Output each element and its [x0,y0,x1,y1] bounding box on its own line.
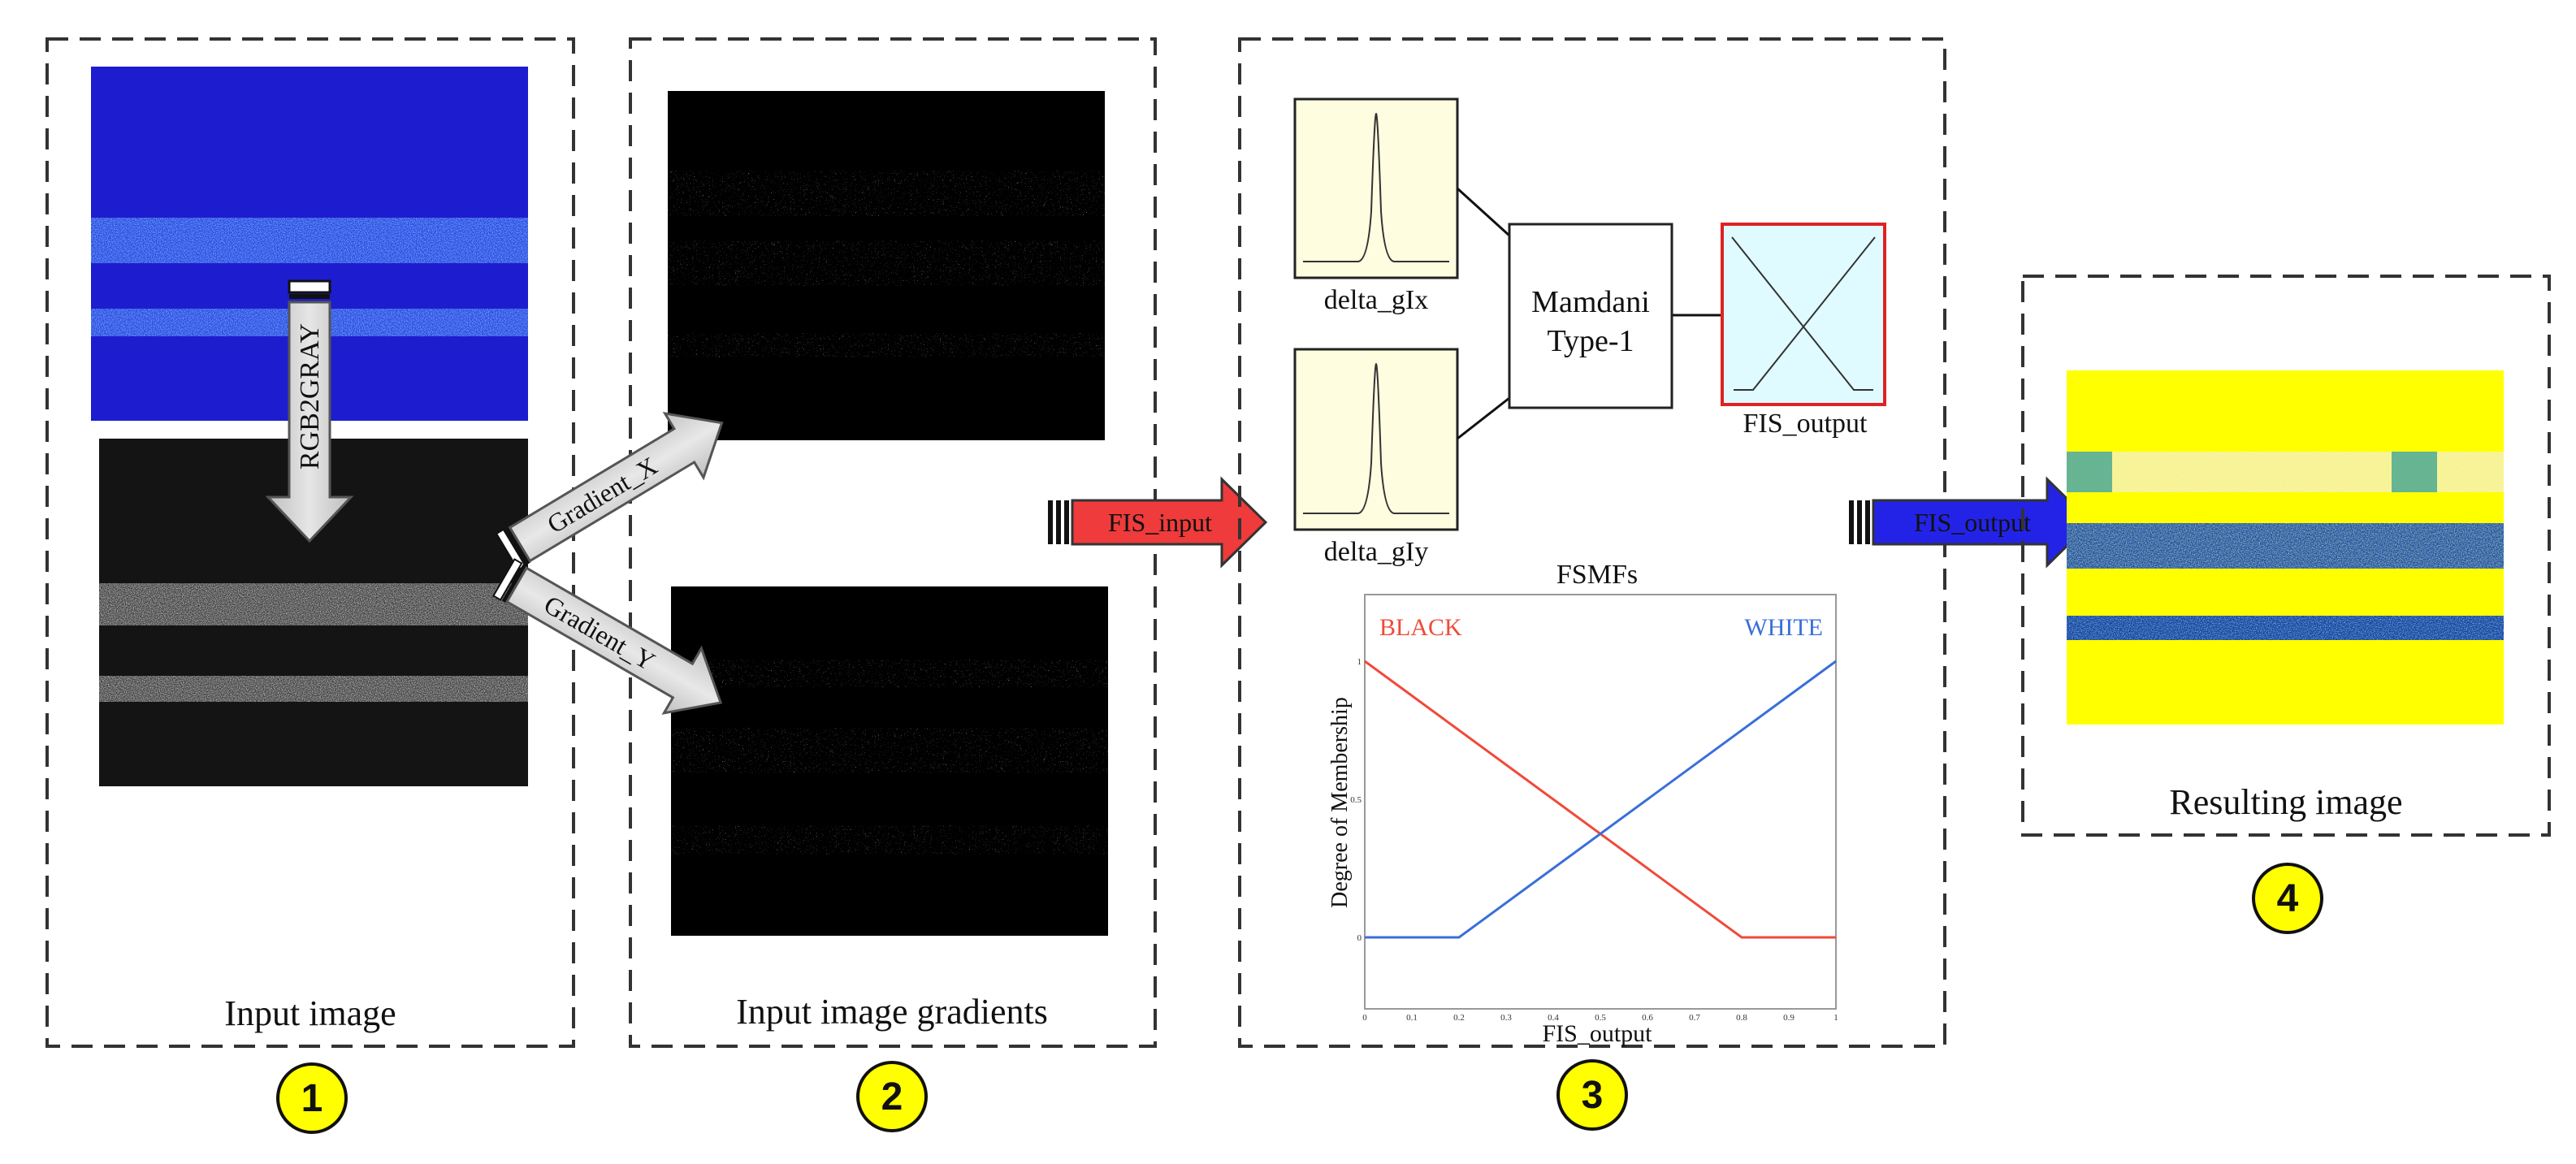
badge-2: 2 [856,1061,928,1132]
gradient-x-label: Gradient_X [542,451,662,539]
x-tick-label: 0.5 [1595,1013,1606,1023]
input-mf-box-1 [1293,97,1459,279]
rgb2gray-label: RGB2GRAY [295,323,325,469]
plot-xlabel: FIS_output [1542,1020,1652,1047]
mf-line-black [1364,660,1836,939]
input-mf-label-1: delta_gIx [1324,285,1428,315]
badge-1: 1 [276,1062,348,1134]
rgb2gray-arrow: RGB2GRAY [265,279,354,543]
badge-4-number: 4 [2277,877,2299,920]
badge-1-number: 1 [301,1077,323,1120]
connector-input1 [1456,187,1511,237]
x-tick-label: 0.9 [1783,1013,1795,1023]
mamdani-line2: Type-1 [1547,324,1634,358]
x-tick-label: 0 [1362,1013,1367,1023]
y-tick-label: 0.5 [1350,795,1362,805]
panel-1-frame [45,37,575,1048]
result-image [2067,370,2504,725]
plot-series [1364,660,1837,939]
mamdani-engine-box: Mamdani Type-1 [1508,223,1673,409]
panel-4-frame [2021,275,2551,837]
membership-plot: FSMFs Degree of Membership FIS_output BL… [1327,560,1838,1047]
panel-4-label: Resulting image [2169,782,2402,822]
output-mf-label: FIS_output [1743,409,1868,439]
legend-white: WHITE [1744,614,1823,641]
gradient-x-image [668,91,1105,440]
input-mf-box-2 [1293,348,1459,531]
panel-1-label: Input image [224,993,396,1033]
fis-input-arrow: FIS_input [1048,476,1268,569]
fis-output-arrow-label: FIS_output [1914,508,2031,537]
badge-2-number: 2 [881,1075,903,1119]
panel-2-label: Input image gradients [736,992,1048,1032]
badge-3: 3 [1556,1059,1628,1131]
gradient-y-label: Gradient_Y [539,590,660,677]
input-image-gray [99,439,528,786]
y-tick-label: 0 [1357,933,1362,943]
x-tick-label: 0.2 [1453,1013,1465,1023]
x-tick-label: 1 [1834,1013,1838,1023]
mamdani-line1: Mamdani [1531,285,1650,319]
y-tick-label: 1 [1357,657,1362,667]
plot-axes [1364,594,1837,1010]
x-tick-label: 0.8 [1736,1013,1747,1023]
output-mf-box [1721,223,1886,406]
x-tick-label: 0.1 [1406,1013,1418,1023]
x-tick-label: 0.7 [1689,1013,1700,1023]
input-mf-label-2: delta_gIy [1324,537,1428,567]
x-tick-label: 0.4 [1548,1013,1559,1023]
x-tick-label: 0.6 [1642,1013,1653,1023]
plot-title: FSMFs [1556,560,1638,590]
x-tick-label: 0.3 [1500,1013,1512,1023]
fis-output-arrow: FIS_output [1849,476,2093,569]
plot-ylabel: Degree of Membership [1327,697,1353,908]
badge-3-number: 3 [1582,1074,1604,1117]
legend-black: BLACK [1379,614,1462,641]
mf-line-white [1365,660,1837,939]
badge-4: 4 [2252,863,2323,934]
plot-ticks: 0 0.1 0.2 0.3 0.4 0.5 0.6 0.7 0.8 0.9 1 0 0.5 1 [1350,657,1838,1023]
gradient-y-image [671,586,1108,936]
fis-input-label: FIS_input [1108,508,1212,537]
connector-input2 [1457,396,1510,440]
